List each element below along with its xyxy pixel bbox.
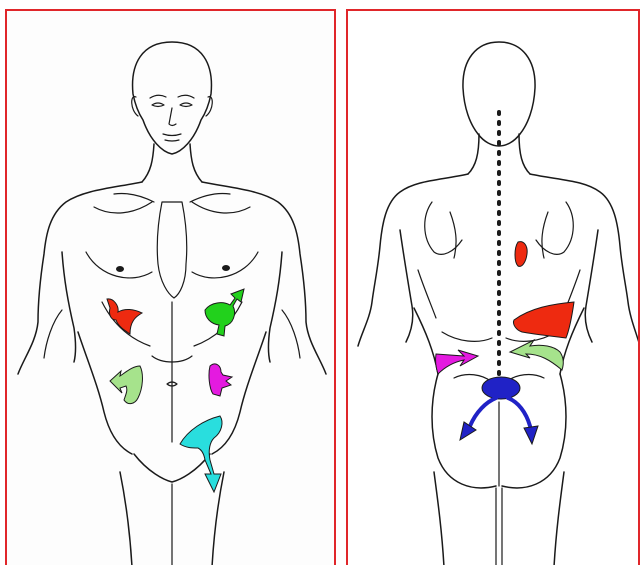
back-pain-markers [436,242,574,444]
front-body-figure [7,11,336,565]
back-red-large-marker [513,302,574,338]
back-magenta-marker [436,350,478,374]
back-view-panel [346,9,640,565]
front-lightgreen-marker [110,366,142,404]
front-red-marker [107,299,142,334]
back-body-outline [358,42,640,565]
front-pain-markers [107,289,244,492]
front-green-marker [205,289,244,336]
front-cyan-marker [180,416,222,492]
back-red-small-marker [515,242,527,267]
back-body-figure [348,11,640,565]
front-magenta-marker [209,364,232,396]
front-view-panel [5,9,336,565]
back-lightgreen-marker [510,340,563,370]
front-body-outline [18,42,326,565]
